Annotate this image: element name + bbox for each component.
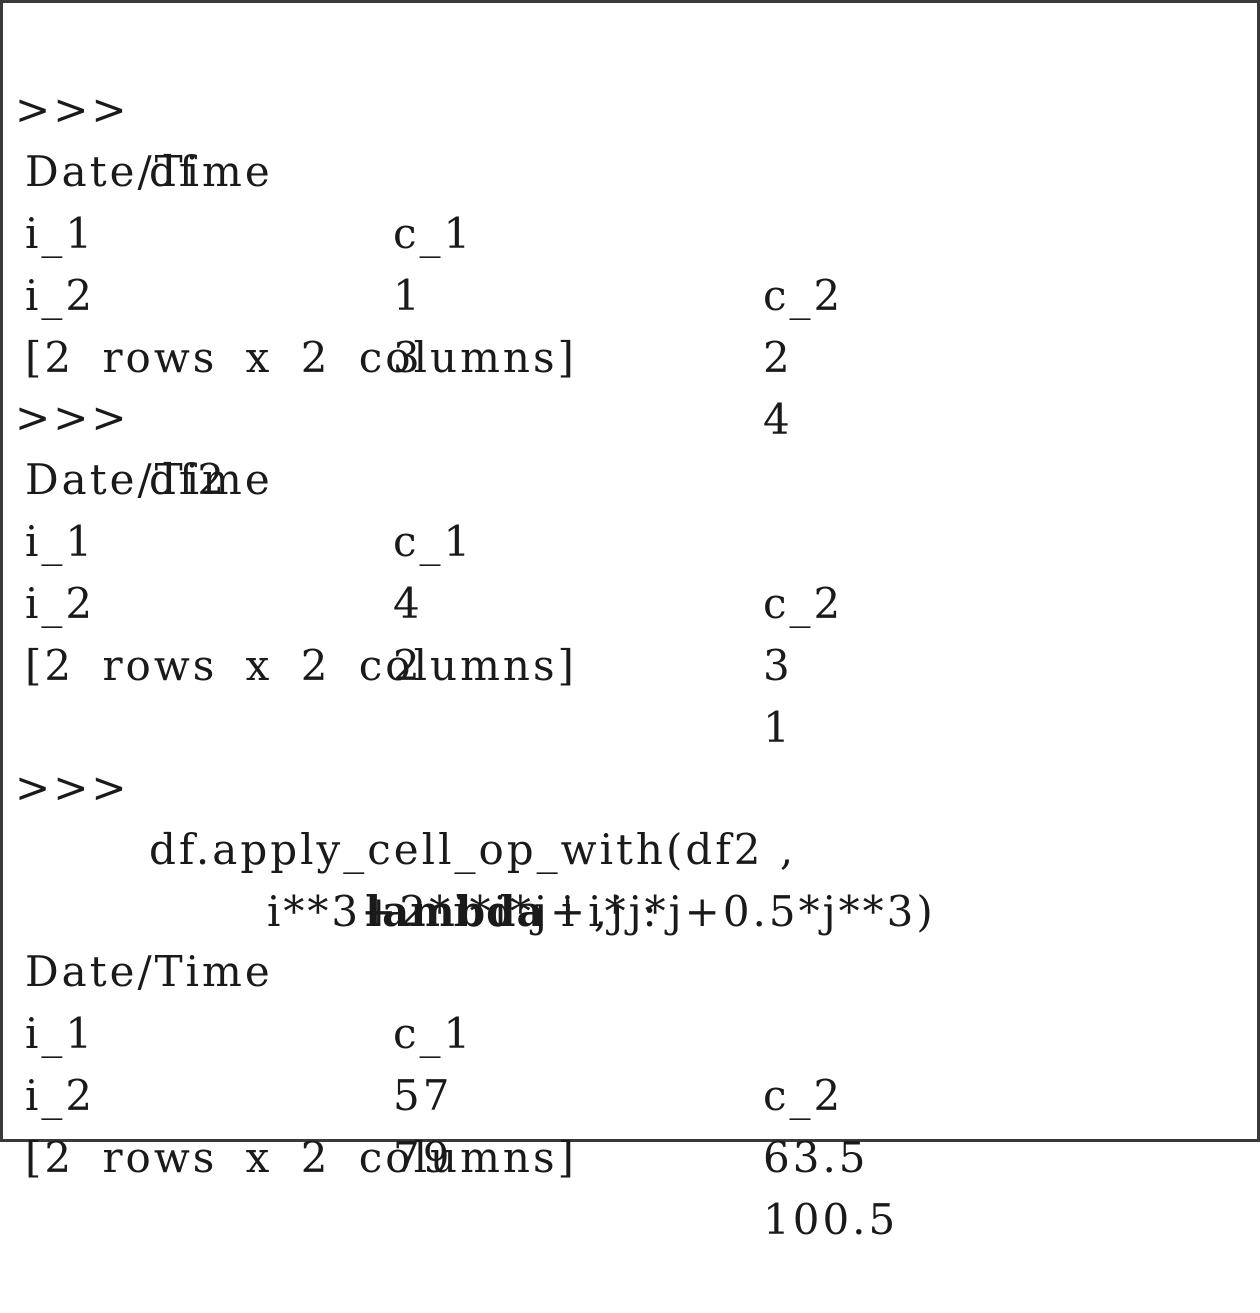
column-header: c_1 <box>393 1009 474 1058</box>
table-header-row: Date/Time c_1 c_2 <box>3 387 840 628</box>
row-index: i_2 <box>25 1071 96 1120</box>
code-listing: >>> df Date/Time c_1 c_2 i_1 1 2 i_2 3 4… <box>0 0 1260 1244</box>
continuation-line: i**3+2*i*i*j+i*j*j+0.5*j**3) <box>3 819 933 936</box>
prompt-line: >>> df <box>3 17 194 196</box>
column-header-index: Date/Time <box>25 147 273 196</box>
command-text: df.apply_cell_op_with(df2 , <box>149 825 797 874</box>
command-text: df <box>149 147 198 196</box>
prompt-line: >>> df.apply_cell_op_with(df2 , <box>3 695 793 874</box>
column-header: c_1 <box>393 517 474 566</box>
table-row: i_1 4 3 <box>3 449 790 690</box>
table-cell: 100.5 <box>763 1195 899 1244</box>
table-cell: 3 <box>393 333 423 382</box>
table-summary: [2 rows x 2 columns] <box>25 1133 577 1182</box>
table-cell: 2 <box>763 333 793 382</box>
prompt-symbol: >>> <box>15 393 130 442</box>
table-cell: 1 <box>763 703 793 752</box>
continuation-line: lambda i ,j : <box>3 757 657 936</box>
lambda-expression: i**3+2*i*i*j+i*j*j+0.5*j**3) <box>267 887 936 936</box>
table-cell: 4 <box>393 579 423 628</box>
table-summary: [2 rows x 2 columns] <box>25 333 577 382</box>
row-index: i_1 <box>25 517 96 566</box>
row-index: i_1 <box>25 1009 96 1058</box>
table-cell: 4 <box>763 395 793 444</box>
row-index: i_2 <box>25 271 96 320</box>
table-row: i_2 79 100.5 <box>3 1003 895 1244</box>
row-index: i_2 <box>25 579 96 628</box>
table-cell: 3 <box>763 641 793 690</box>
table-cell: 63.5 <box>763 1133 869 1182</box>
table-summary-line: [2 rows x 2 columns] <box>3 1065 574 1182</box>
table-summary: [2 rows x 2 columns] <box>25 641 577 690</box>
table-summary-line: [2 rows x 2 columns] <box>3 573 574 690</box>
prompt-symbol: >>> <box>15 763 130 812</box>
table-row: i_2 2 1 <box>3 511 790 752</box>
table-cell: 57 <box>393 1071 453 1120</box>
lambda-args: i ,j : <box>544 887 660 936</box>
prompt-line: >>> df2 <box>3 325 224 504</box>
column-header-index: Date/Time <box>25 455 273 504</box>
row-index: i_1 <box>25 209 96 258</box>
table-header-row: Date/Time c_1 c_2 <box>3 879 840 1120</box>
lambda-keyword: lambda <box>365 887 545 936</box>
prompt-symbol: >>> <box>15 85 130 134</box>
table-row: i_2 3 4 <box>3 203 790 444</box>
column-header: c_2 <box>763 1071 844 1120</box>
command-text: df2 <box>149 455 228 504</box>
column-header: c_2 <box>763 271 844 320</box>
table-row: i_1 57 63.5 <box>3 941 866 1182</box>
table-summary-line: [2 rows x 2 columns] <box>3 265 574 382</box>
table-header-row: Date/Time c_1 c_2 <box>3 79 840 320</box>
table-cell: 1 <box>393 271 423 320</box>
column-header: c_2 <box>763 579 844 628</box>
column-header-index: Date/Time <box>25 947 273 996</box>
table-cell: 2 <box>393 641 423 690</box>
table-row: i_1 1 2 <box>3 141 790 382</box>
column-header: c_1 <box>393 209 474 258</box>
